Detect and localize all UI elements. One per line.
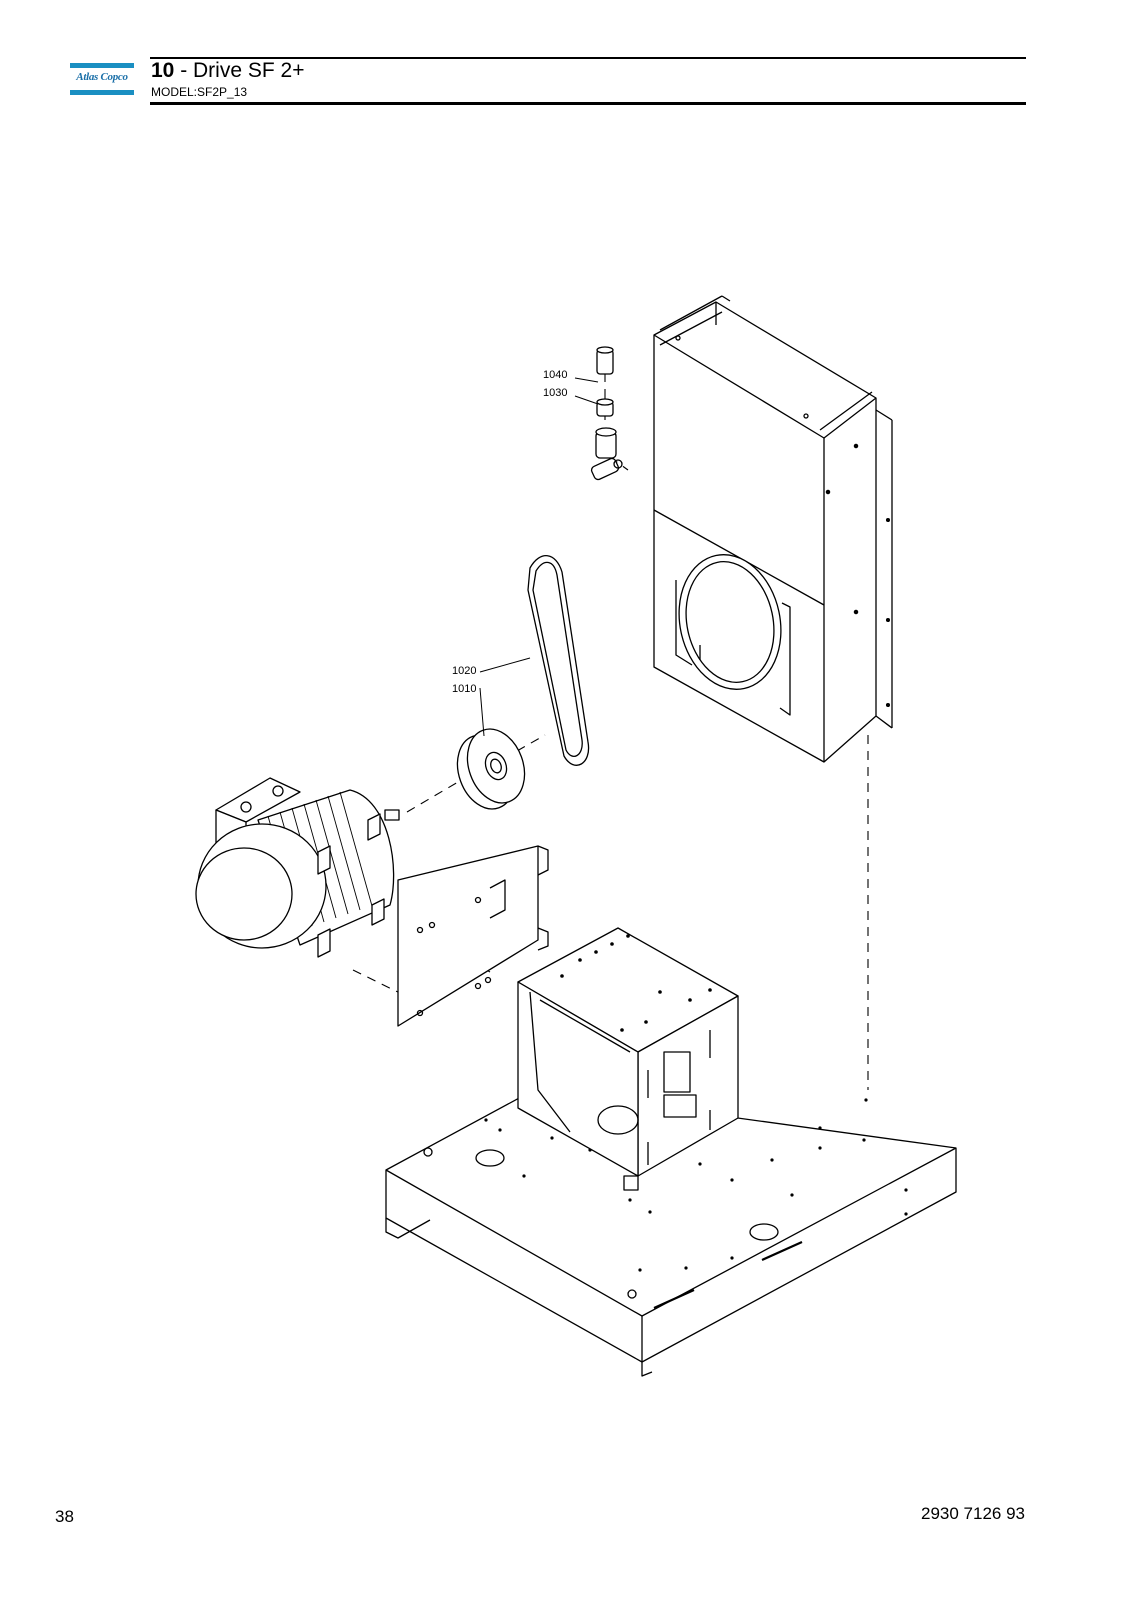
document-number: 2930 7126 93 xyxy=(921,1504,1025,1523)
logo-bar-bottom xyxy=(70,90,134,95)
callout-1030: 1030 xyxy=(543,387,567,399)
electric-motor xyxy=(195,777,400,958)
logo-wordmark: Atlas Copco xyxy=(76,71,128,83)
base-frame xyxy=(385,1089,957,1377)
page-title: 10 - Drive SF 2+ xyxy=(151,58,304,84)
callout-leaders xyxy=(479,377,599,737)
section-title: - Drive SF 2+ xyxy=(174,59,305,82)
atlas-copco-logo: Atlas Copco xyxy=(70,63,134,95)
callout-1010: 1010 xyxy=(452,683,476,695)
motor-mounting-plate xyxy=(397,845,549,1027)
pipe-fittings xyxy=(590,346,623,481)
motor-pulley xyxy=(456,728,526,810)
motor-support-box xyxy=(517,927,739,1191)
logo-bar-top xyxy=(70,63,134,68)
model-label: MODEL:SF2P_13 xyxy=(151,85,248,99)
v-belt xyxy=(527,555,590,766)
page-number: 38 xyxy=(55,1507,74,1526)
header-rule-top xyxy=(150,57,1026,59)
fan-cowl xyxy=(653,295,893,763)
callout-1020: 1020 xyxy=(452,665,476,677)
header-rule-bottom xyxy=(150,102,1026,105)
section-number: 10 xyxy=(151,59,175,82)
callout-1040: 1040 xyxy=(543,369,567,381)
